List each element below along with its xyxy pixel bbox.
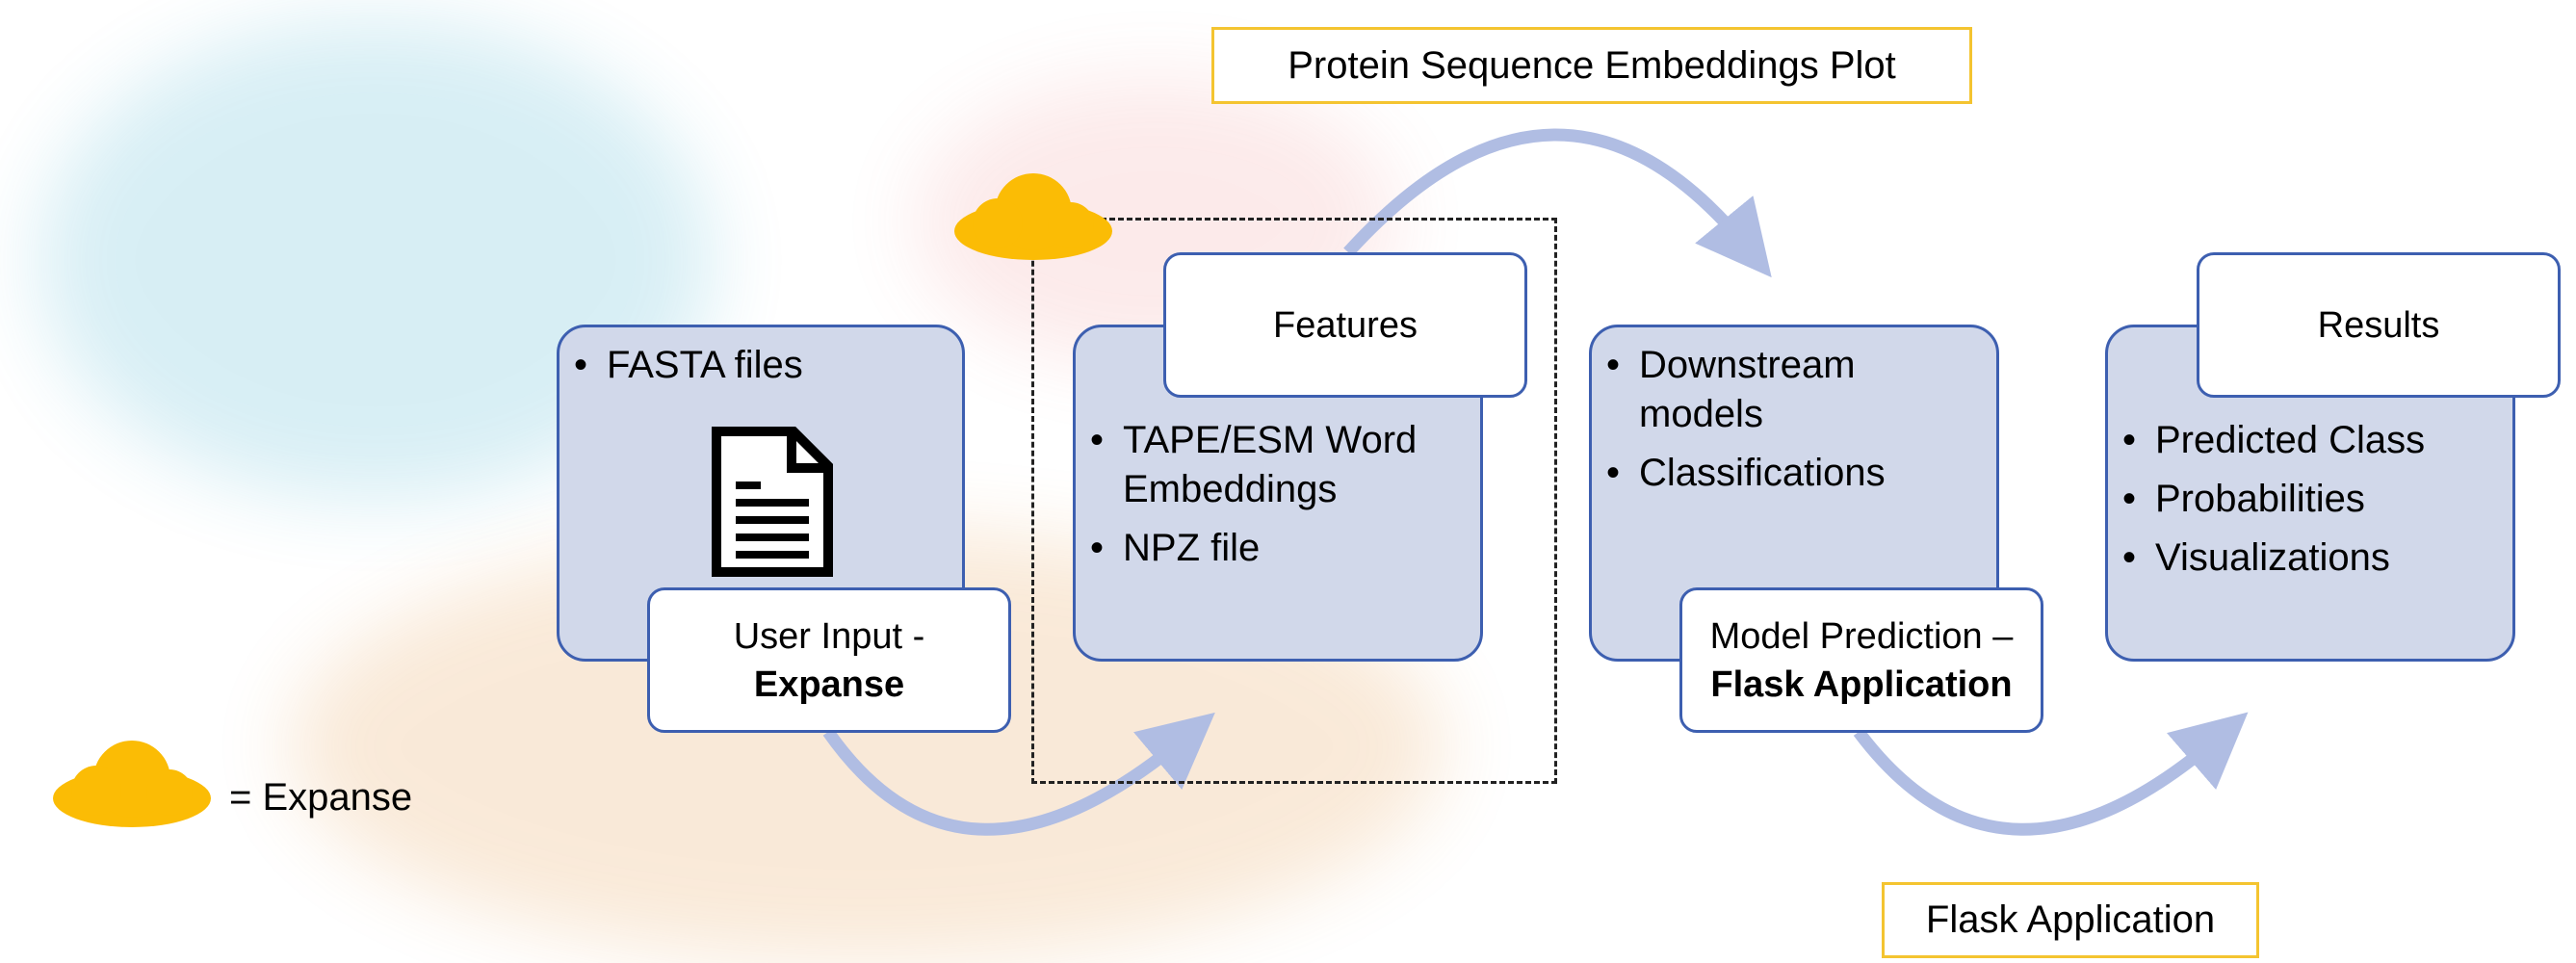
stage-features-bullets: TAPE/ESM Word Embeddings NPZ file bbox=[1090, 416, 1466, 583]
stage-prediction-bullets: Downstream models Classifications bbox=[1606, 341, 1982, 508]
bottom-label-text: Flask Application bbox=[1925, 898, 2216, 941]
legend-text: = Expanse bbox=[229, 776, 413, 819]
stage-results-tab: Results bbox=[2197, 252, 2561, 398]
stage-features-tab: Features bbox=[1163, 252, 1527, 398]
stage-input-tab-line2: Expanse bbox=[753, 664, 905, 705]
list-item: Downstream models bbox=[1606, 341, 1982, 439]
title-label-text: Protein Sequence Embeddings Plot bbox=[1288, 43, 1896, 87]
stage-results-bullets: Predicted Class Probabilities Visualizat… bbox=[2122, 416, 2498, 592]
stage-prediction-tab-line1: Model Prediction – bbox=[1709, 615, 2014, 657]
stage-input-tab-line1: User Input - bbox=[733, 615, 925, 657]
list-item: FASTA files bbox=[574, 341, 803, 390]
arrow-prediction-to-results bbox=[1853, 712, 2249, 836]
stage-features-tab-text: Features bbox=[1273, 304, 1418, 346]
list-item: Classifications bbox=[1606, 449, 1982, 498]
list-item: TAPE/ESM Word Embeddings bbox=[1090, 416, 1466, 514]
document-icon bbox=[712, 427, 833, 577]
expanse-region bbox=[1031, 218, 1557, 784]
stage-prediction-tab-line2: Flask Application bbox=[1710, 664, 2013, 705]
bottom-label: Flask Application bbox=[1882, 882, 2259, 958]
stage-results-tab-text: Results bbox=[2317, 304, 2440, 346]
stage-input-bullets: FASTA files bbox=[574, 341, 803, 400]
title-label: Protein Sequence Embeddings Plot bbox=[1211, 27, 1972, 104]
legend-cloud-icon bbox=[53, 741, 211, 827]
cloud-icon bbox=[954, 173, 1112, 260]
list-item: Visualizations bbox=[2122, 534, 2498, 583]
list-item: Probabilities bbox=[2122, 475, 2498, 524]
stage-prediction-tab: Model Prediction – Flask Application bbox=[1679, 587, 2043, 733]
stage-input-tab: User Input - Expanse bbox=[647, 587, 1011, 733]
list-item: NPZ file bbox=[1090, 524, 1466, 573]
list-item: Predicted Class bbox=[2122, 416, 2498, 465]
